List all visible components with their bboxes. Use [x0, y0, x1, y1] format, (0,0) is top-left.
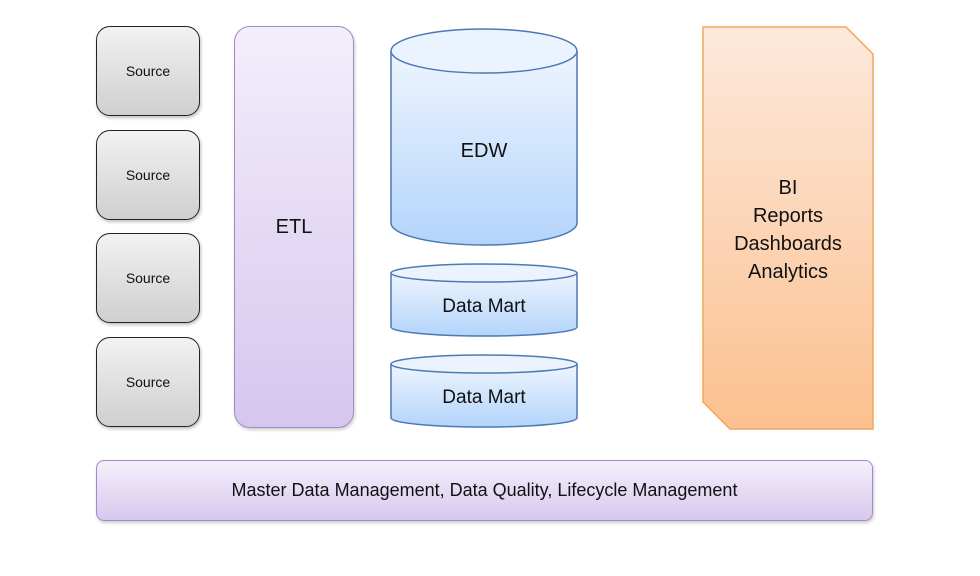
source-box-2: Source: [96, 130, 200, 220]
bi-text: BI Reports Dashboards Analytics: [702, 174, 874, 286]
source-label: Source: [125, 374, 171, 390]
bi-line: BI: [778, 177, 798, 199]
source-label: Source: [125, 63, 171, 79]
source-label: Source: [125, 270, 171, 286]
source-box-3: Source: [96, 233, 200, 323]
bi-line: Dashboards: [734, 233, 842, 255]
data-mart-label: Data Mart: [442, 387, 526, 408]
data-mart-cylinder-2: Data Mart: [388, 352, 580, 430]
bi-line: Analytics: [747, 261, 829, 283]
source-label: Source: [125, 167, 171, 183]
mdm-label: Master Data Management, Data Quality, Li…: [231, 480, 738, 500]
etl-label: ETL: [275, 215, 313, 238]
etl-box: ETL: [234, 26, 354, 428]
edw-cylinder-shape: [390, 28, 578, 246]
data-mart-shape: [390, 263, 578, 337]
source-box-1: Source: [96, 26, 200, 116]
edw-cylinder: EDW: [388, 26, 580, 250]
source-box-4: Source: [96, 337, 200, 427]
bi-box: BI Reports Dashboards Analytics: [702, 26, 874, 430]
edw-label: EDW: [460, 140, 508, 162]
data-mart-cylinder-1: Data Mart: [388, 262, 580, 338]
bi-shape: [702, 26, 874, 430]
data-mart-label: Data Mart: [442, 296, 526, 317]
data-mart-shape: [390, 354, 578, 428]
mdm-bar: Master Data Management, Data Quality, Li…: [96, 460, 873, 521]
bi-line: Reports: [752, 205, 824, 227]
